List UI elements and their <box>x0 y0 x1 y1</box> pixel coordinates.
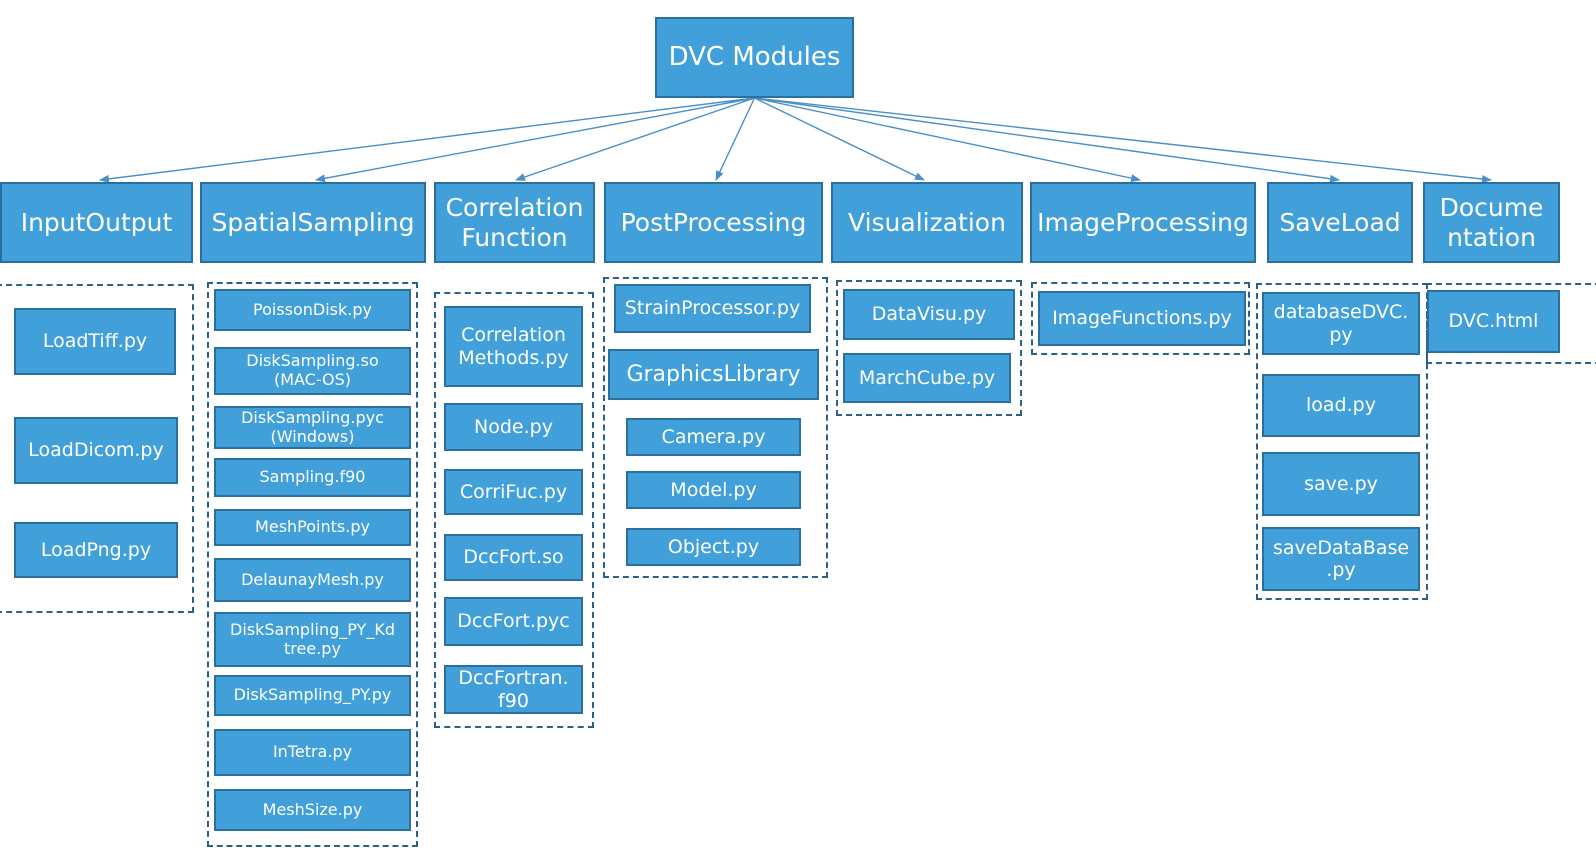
connector-arrow-saveload <box>754 97 1340 183</box>
file-node-disksampling-py-py: DiskSampling_PY.py <box>214 675 411 716</box>
module-node-inputoutput: InputOutput <box>0 182 193 263</box>
file-node-savedatabase-py: saveDataBase .py <box>1262 527 1420 591</box>
file-node-object-py: Object.py <box>626 528 801 566</box>
file-node-dccfortran-f90: DccFortran. f90 <box>444 665 583 714</box>
connector-arrow-imageprocessing <box>754 97 1141 183</box>
file-node-disksampling-pyc-windows: DiskSampling.pyc (Windows) <box>214 406 411 449</box>
file-node-dvc-html: DVC.html <box>1427 290 1560 353</box>
file-node-camera-py: Camera.py <box>626 418 801 456</box>
connector-arrow-inputoutput <box>99 97 755 183</box>
file-node-delaunaymesh-py: DelaunayMesh.py <box>214 558 411 602</box>
file-node-imagefunctions-py: ImageFunctions.py <box>1038 291 1246 346</box>
file-node-databasedvc-py: databaseDVC. py <box>1262 292 1420 355</box>
connector-arrow-spatialsampling <box>315 97 755 183</box>
file-node-node-py: Node.py <box>444 403 583 451</box>
connector-arrow-docume-ntation <box>754 97 1492 183</box>
file-node-load-py: load.py <box>1262 374 1420 437</box>
file-node-meshsize-py: MeshSize.py <box>214 789 411 831</box>
file-node-datavisu-py: DataVisu.py <box>843 289 1015 340</box>
file-group-imageprocessing <box>1031 282 1250 355</box>
file-node-corrifuc-py: CorriFuc.py <box>444 469 583 515</box>
file-node-loaddicom-py: LoadDicom.py <box>14 417 178 484</box>
file-node-loadtiff-py: LoadTiff.py <box>14 308 176 375</box>
file-node-dccfort-so: DccFort.so <box>444 534 583 581</box>
file-node-meshpoints-py: MeshPoints.py <box>214 509 411 546</box>
module-node-correlation-function: Correlation Function <box>434 182 595 263</box>
file-node-loadpng-py: LoadPng.py <box>14 522 178 578</box>
module-node-imageprocessing: ImageProcessing <box>1030 182 1256 263</box>
file-node-save-py: save.py <box>1262 452 1420 516</box>
file-group-postprocessing <box>603 277 828 578</box>
module-node-docume-ntation: Docume ntation <box>1423 182 1560 263</box>
connector-arrow-correlation-function <box>515 97 755 181</box>
file-node-disksampling-so-mac-os: DiskSampling.so (MAC-OS) <box>214 347 411 395</box>
file-node-graphicslibrary: GraphicsLibrary <box>608 349 819 400</box>
connector-arrow-postprocessing <box>715 97 756 181</box>
file-node-model-py: Model.py <box>626 471 801 509</box>
connector-arrow-visualization <box>754 97 925 181</box>
file-group-correlation-function <box>434 292 594 728</box>
file-node-correlation-methods-py: Correlation Methods.py <box>444 306 583 387</box>
file-node-strainprocessor-py: StrainProcessor.py <box>614 284 811 333</box>
file-node-intetra-py: InTetra.py <box>214 729 411 776</box>
file-node-sampling-f90: Sampling.f90 <box>214 458 411 497</box>
root-node: DVC Modules <box>655 17 854 98</box>
module-node-saveload: SaveLoad <box>1267 182 1413 263</box>
file-group-inputoutput <box>0 284 194 613</box>
module-node-visualization: Visualization <box>831 182 1023 263</box>
file-group-saveload <box>1256 283 1428 600</box>
file-group-visualization <box>836 280 1022 416</box>
file-node-disksampling-py-kd-tree-py: DiskSampling_PY_Kd tree.py <box>214 612 411 667</box>
file-node-dccfort-pyc: DccFort.pyc <box>444 597 583 646</box>
file-node-poissondisk-py: PoissonDisk.py <box>214 289 411 331</box>
file-group-spatialsampling <box>207 282 418 847</box>
module-node-postprocessing: PostProcessing <box>604 182 823 263</box>
module-node-spatialsampling: SpatialSampling <box>200 182 426 263</box>
file-node-marchcube-py: MarchCube.py <box>843 353 1011 403</box>
